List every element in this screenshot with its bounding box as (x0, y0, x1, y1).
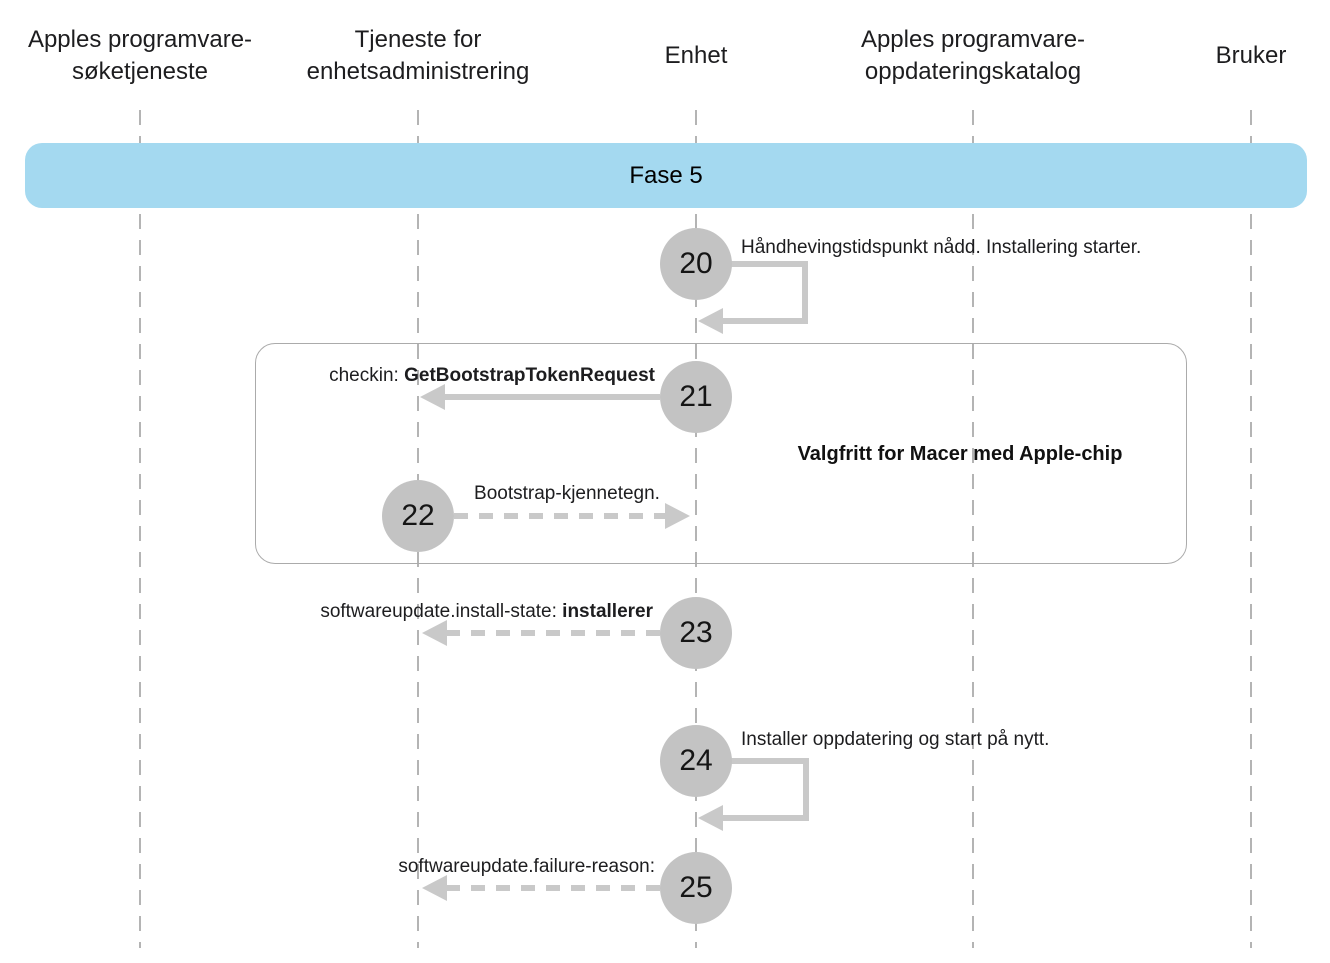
message-step-22: Bootstrap-kjennetegn. (474, 483, 660, 504)
phase-banner: Fase 5 (25, 143, 1307, 208)
actor-apple-software-lookup: Apples programvare-søketjeneste (27, 26, 253, 85)
step-badge-20: 20 (660, 228, 732, 300)
message-step-21-command: GetBootstrapTokenRequest (404, 365, 655, 386)
arrow-step-21-left (420, 384, 660, 410)
optional-group-label: Valgfritt for Macer med Apple-chip (797, 443, 1123, 465)
actor-update-catalog: Apples programvare-oppdateringskatalog (860, 26, 1086, 85)
step-badge-22: 22 (382, 480, 454, 552)
step-badge-23: 23 (660, 597, 732, 669)
step-number: 22 (401, 499, 435, 532)
message-step-23: softwareupdate.install-state: installere… (253, 601, 653, 623)
arrow-step-25-left (422, 875, 660, 901)
actor-mdm-service: Tjeneste for enhetsadministrering (306, 26, 530, 85)
step-number: 23 (679, 616, 713, 649)
arrow-step-20-self-loop (698, 261, 808, 334)
arrow-step-24-self-loop (698, 758, 809, 831)
actor-user: Bruker (1215, 42, 1287, 70)
message-step-23-prefix: softwareupdate.install-state: (320, 601, 563, 622)
actor-device: Enhet (664, 42, 728, 70)
optional-group-box (255, 343, 1187, 564)
arrow-step-22-right (454, 503, 690, 529)
step-badge-24: 24 (660, 725, 732, 797)
message-step-20: Håndhevingstidspunkt nådd. Installering … (741, 237, 1142, 258)
step-number: 25 (679, 871, 713, 904)
step-number: 20 (679, 247, 713, 280)
message-step-21: checkin: GetBootstrapTokenRequest (255, 365, 655, 387)
step-number: 24 (679, 744, 713, 777)
arrow-step-23-left (422, 620, 660, 646)
message-step-23-state: installerer (562, 601, 653, 622)
message-step-25: softwareupdate.failure-reason: (398, 856, 655, 877)
message-step-21-prefix: checkin: (329, 365, 405, 386)
step-badge-25: 25 (660, 852, 732, 924)
step-number: 21 (679, 380, 713, 413)
message-step-24: Installer oppdatering og start på nytt. (741, 729, 1050, 750)
step-badge-21: 21 (660, 361, 732, 433)
phase-banner-label: Fase 5 (629, 161, 703, 189)
